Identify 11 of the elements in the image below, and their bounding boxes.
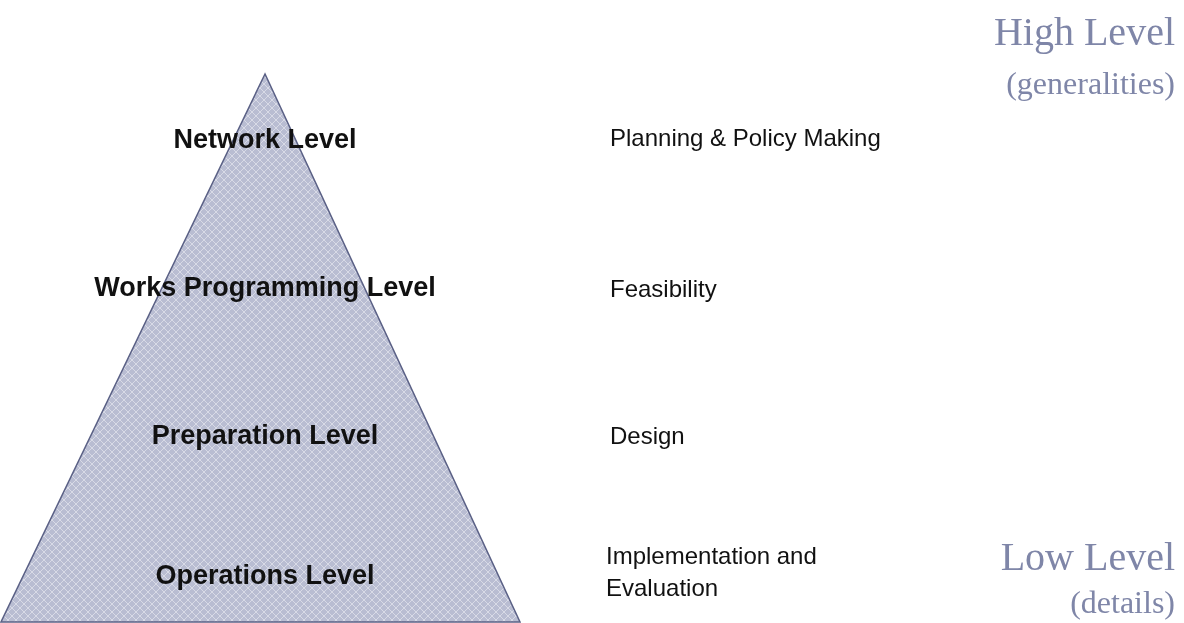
activity-label: Design [610,421,685,451]
level-label: Preparation Level [151,420,379,451]
level-note: (details) [1070,585,1175,621]
activity-label: Feasibility [610,274,717,304]
level-label: Operations Level [155,560,375,591]
pyramid [0,72,522,623]
level-heading: Low Level [1000,535,1175,579]
level-heading: High Level [993,10,1175,54]
activity-label: Planning & Policy Making [610,123,881,153]
activity-label: Implementation and Evaluation [606,541,818,604]
level-note: (generalities) [1006,66,1175,102]
